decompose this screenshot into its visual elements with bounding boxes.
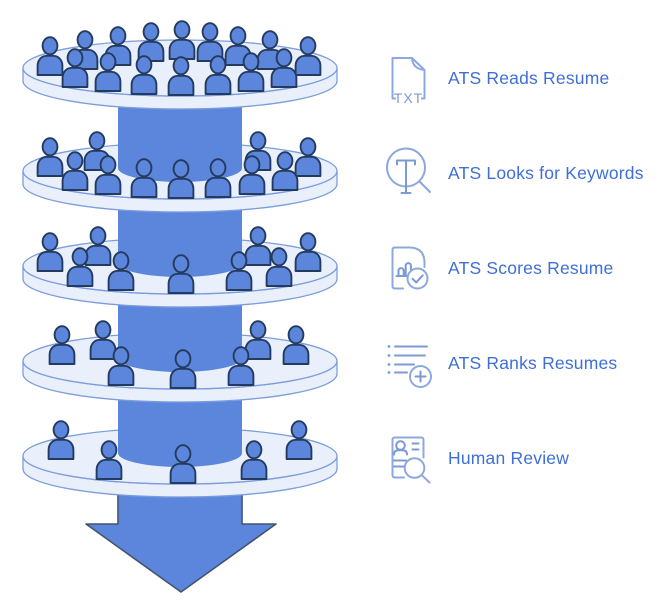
stage-label: Human Review [448,447,570,468]
stage-row-human-review: Human Review [383,432,569,484]
stage-row-ats-keywords: ATS Looks for Keywords [383,147,644,199]
stage-label: ATS Looks for Keywords [448,162,644,183]
keyword-search-icon [386,147,431,194]
funnel-stage-1 [22,20,338,110]
stage-row-ats-ranks: ATS Ranks Resumes [383,337,617,389]
human-review-icon [391,436,431,484]
txt-file-icon: TXT [391,57,426,104]
funnel-illustration [22,20,338,593]
stage-row-ats-reads: TXT ATS Reads Resume [383,52,609,104]
stage-label: ATS Reads Resume [448,67,610,88]
funnel-stage-5 [22,361,338,498]
stage-label: ATS Ranks Resumes [448,352,618,373]
stage-row-ats-scores: ATS Scores Resume [383,242,614,294]
rank-list-icon [387,345,432,388]
txt-text: TXT [394,90,423,104]
stage-label: ATS Scores Resume [448,257,614,278]
score-check-icon [391,246,429,290]
